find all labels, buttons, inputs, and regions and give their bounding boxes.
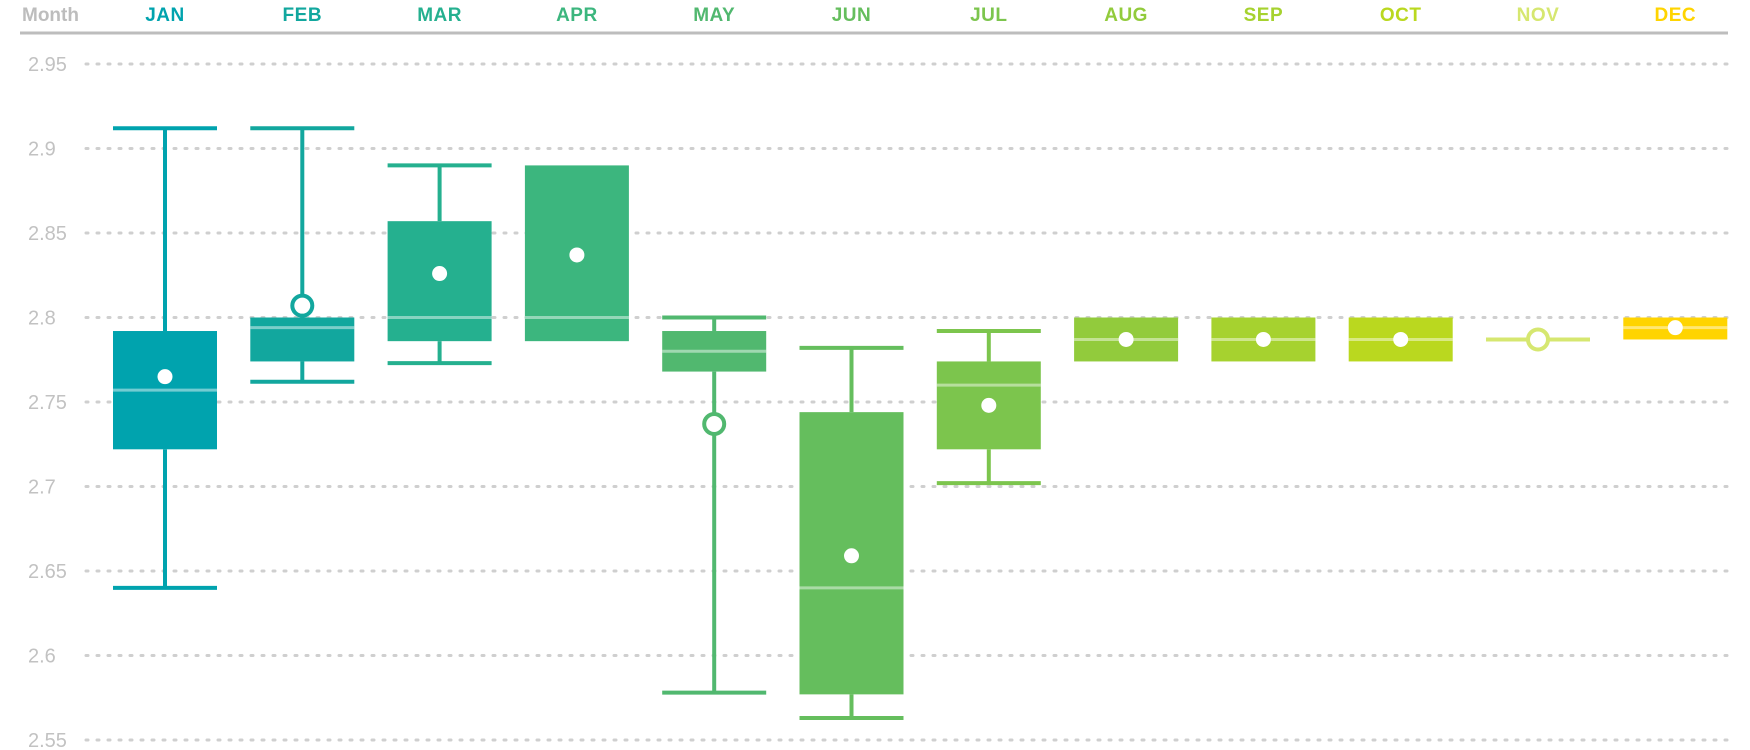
box-body: [387, 221, 492, 342]
month-label: JUL: [970, 5, 1007, 26]
mean-marker-dot: [1255, 331, 1271, 347]
month-label: APR: [556, 5, 598, 26]
y-tick-label: 2.85: [28, 223, 67, 245]
y-tick-label: 2.75: [28, 392, 67, 414]
mean-marker-dot: [432, 266, 448, 282]
box-nov: [1486, 327, 1590, 352]
box-dec: [1623, 317, 1728, 340]
month-label: OCT: [1380, 5, 1422, 26]
month-label: MAR: [417, 5, 462, 26]
box-aug: [1074, 317, 1179, 362]
month-label: MAY: [693, 5, 735, 26]
month-labels: JAN FEB MAR APR MAY JUN JUL AUG SEP OCT NOV DEC: [145, 5, 1696, 26]
y-tick-label: 2.55: [28, 730, 67, 750]
box-sep: [1211, 317, 1316, 362]
box-may: [662, 315, 767, 695]
box-jul: [936, 329, 1041, 486]
y-axis-ticks: 2.55 2.6 2.65 2.7 2.75 2.8 2.85 2.9 2.95: [28, 54, 67, 750]
y-tick-label: 2.95: [28, 54, 67, 76]
month-label: AUG: [1104, 5, 1148, 26]
box-feb: [250, 126, 355, 384]
box-apr: [524, 165, 629, 342]
box-mar: [387, 163, 492, 366]
mean-marker-ring: [290, 293, 315, 318]
month-label: JUN: [832, 5, 872, 26]
mean-marker-ring: [702, 411, 727, 436]
mean-marker-dot: [1393, 331, 1409, 347]
mean-marker-dot: [844, 548, 859, 564]
gridlines: [84, 62, 1730, 742]
mean-marker-dot: [1667, 320, 1683, 336]
mean-marker-ring: [1526, 327, 1550, 352]
mean-marker-dot: [157, 369, 173, 385]
y-tick-label: 2.65: [28, 561, 67, 583]
month-label: SEP: [1244, 5, 1284, 26]
mean-marker-dot: [1118, 331, 1134, 347]
y-tick-label: 2.6: [28, 646, 56, 668]
box-body: [662, 331, 767, 372]
month-label: FEB: [283, 5, 323, 26]
box-oct: [1348, 317, 1453, 362]
y-tick-label: 2.9: [28, 139, 56, 161]
mean-marker-dot: [981, 397, 997, 413]
box-body: [113, 331, 217, 450]
header-month-label: Month: [22, 5, 79, 26]
month-label: NOV: [1517, 5, 1560, 26]
box-body: [250, 317, 355, 362]
y-tick-label: 2.7: [28, 477, 56, 499]
box-jan: [113, 126, 217, 590]
box-series: [113, 126, 1728, 721]
box-jun: [799, 345, 904, 721]
month-label: JAN: [145, 5, 185, 26]
mean-marker-dot: [569, 247, 585, 263]
month-label: DEC: [1654, 5, 1696, 26]
y-tick-label: 2.8: [28, 308, 56, 330]
